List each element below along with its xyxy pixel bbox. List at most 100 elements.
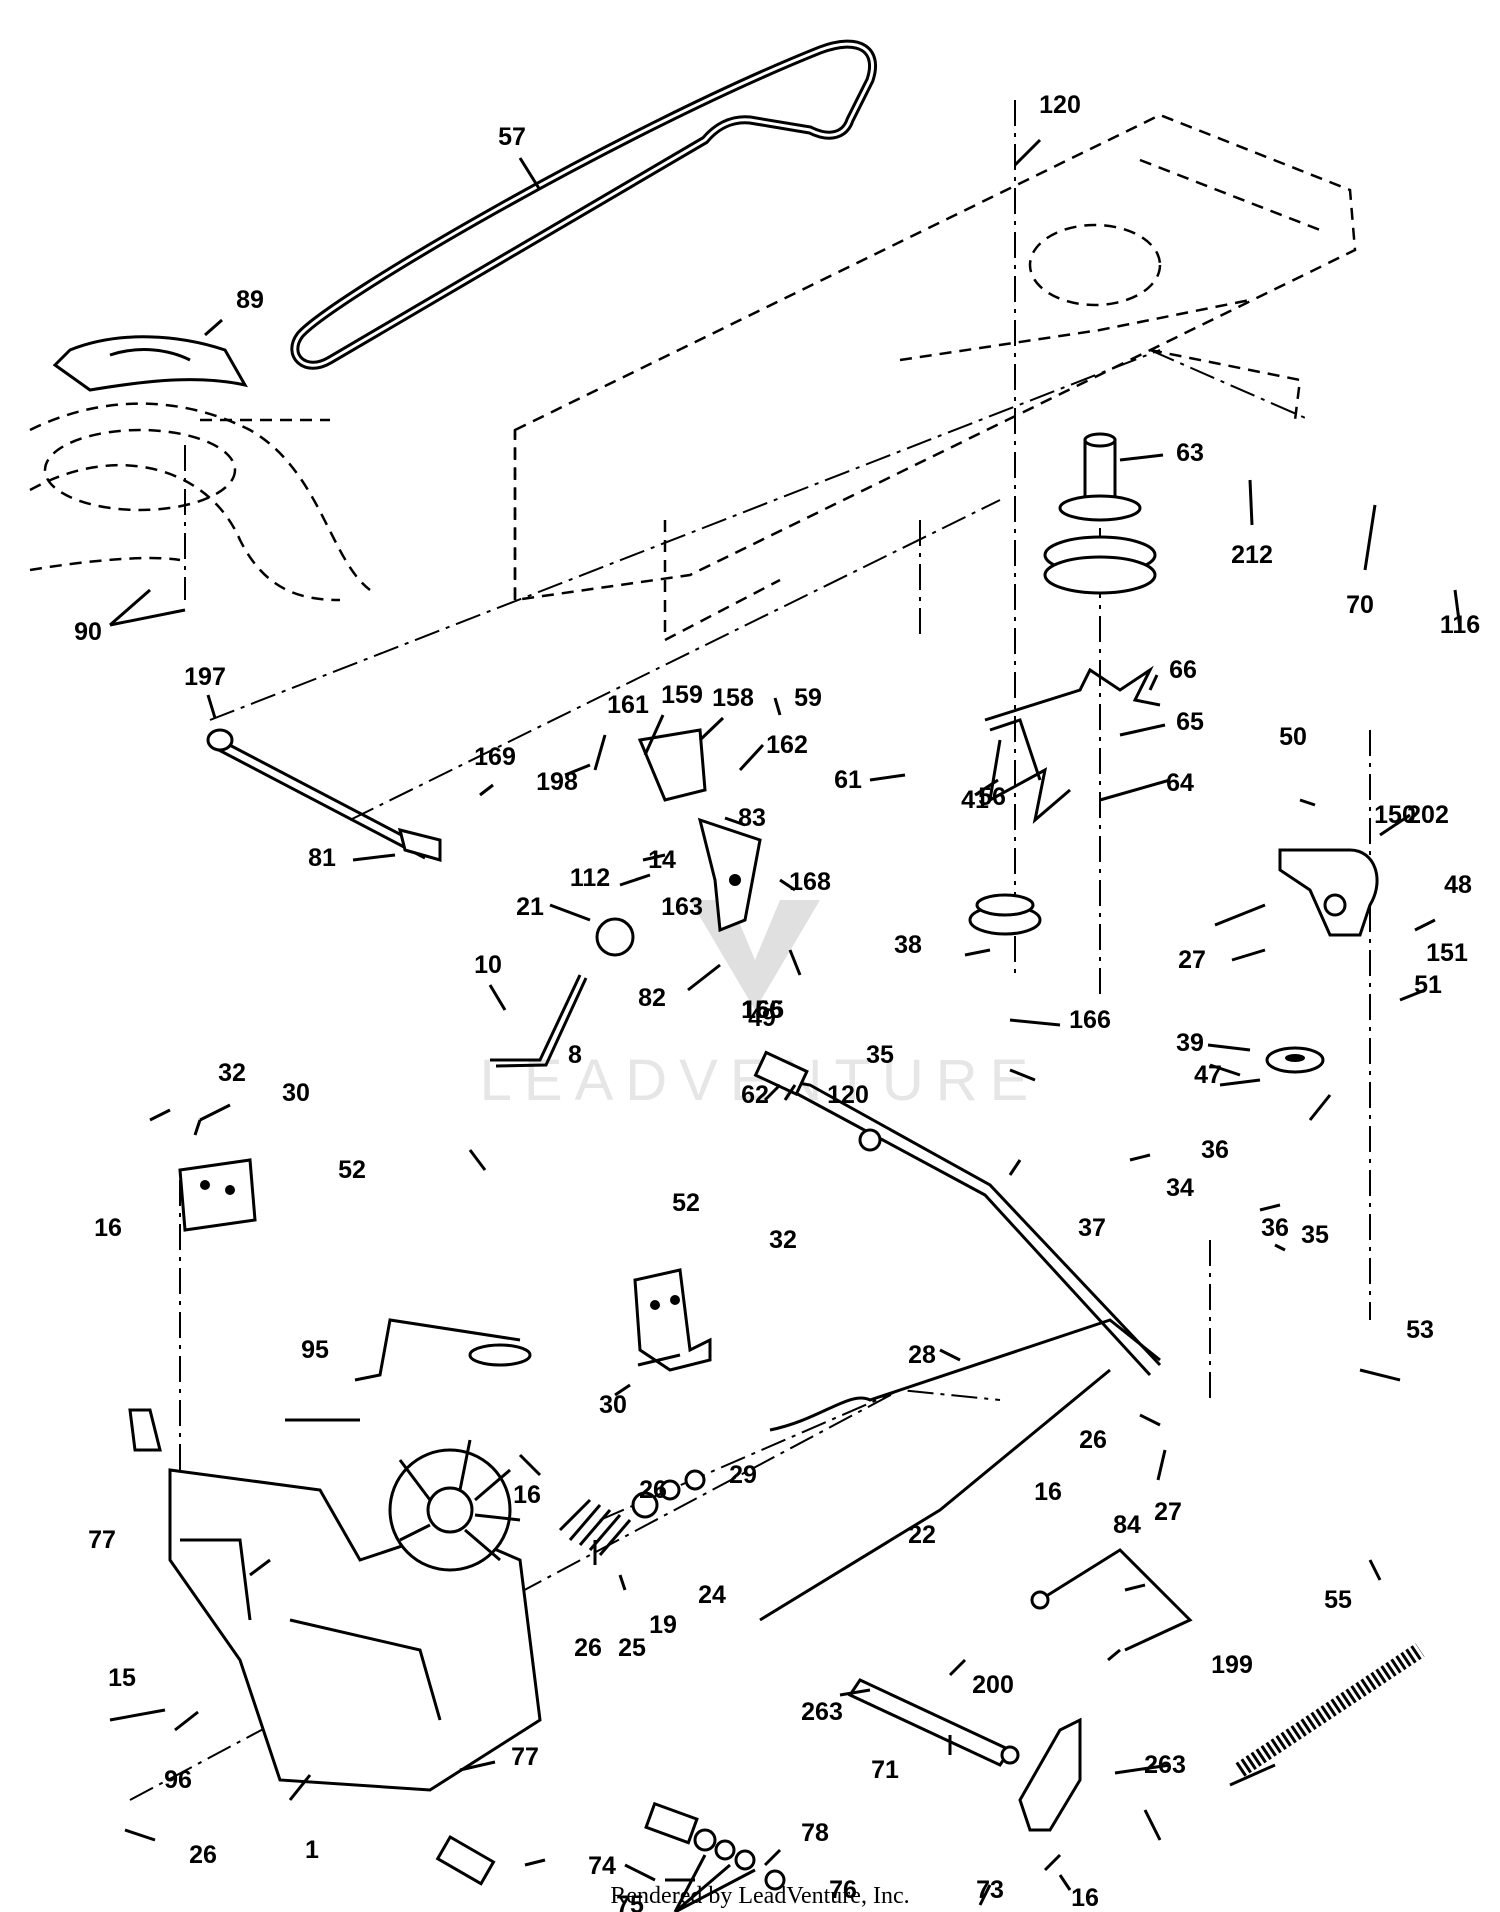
part-label: 77 bbox=[88, 1526, 116, 1554]
part-label: 57 bbox=[498, 123, 526, 151]
part-label: 16 bbox=[94, 1214, 122, 1242]
part-label: 52 bbox=[338, 1156, 366, 1184]
part-label: 26 bbox=[1079, 1426, 1107, 1454]
part-label: 52 bbox=[672, 1189, 700, 1217]
part-label: 162 bbox=[766, 731, 808, 759]
part-label: 163 bbox=[661, 893, 703, 921]
part-label: 25 bbox=[618, 1634, 646, 1662]
part-label: 65 bbox=[1176, 708, 1204, 736]
part-label: 32 bbox=[218, 1059, 246, 1087]
part-label: 62 bbox=[741, 1081, 769, 1109]
shift-bracket bbox=[637, 728, 762, 933]
part-label: 197 bbox=[184, 663, 226, 691]
lever-71 bbox=[847, 1678, 1020, 1767]
part-label: 71 bbox=[871, 1756, 899, 1784]
shift-lever bbox=[490, 917, 635, 1068]
part-label: 35 bbox=[1301, 1221, 1329, 1249]
part-label: 70 bbox=[1346, 591, 1374, 619]
belt-keeper bbox=[984, 665, 1161, 722]
shift-arm bbox=[285, 1318, 532, 1422]
part-label: 27 bbox=[1178, 946, 1206, 974]
fender-cover bbox=[52, 335, 248, 392]
drive-belt bbox=[290, 39, 877, 370]
frame-outline bbox=[513, 113, 1357, 643]
part-label: 116 bbox=[1440, 611, 1480, 639]
part-label: 156 bbox=[741, 996, 783, 1024]
part-label: 22 bbox=[908, 1521, 936, 1549]
part-label: 263 bbox=[1144, 1751, 1186, 1779]
part-label: 81 bbox=[308, 844, 336, 872]
part-label: 89 bbox=[236, 286, 264, 314]
part-label: 16 bbox=[1034, 1478, 1062, 1506]
part-label: 165 bbox=[742, 996, 784, 1024]
part-label: 96 bbox=[164, 1766, 192, 1794]
part-label: 41 bbox=[961, 786, 989, 814]
part-label: 32 bbox=[769, 1226, 797, 1254]
part-label: 39 bbox=[1176, 1029, 1204, 1057]
part-label: 55 bbox=[1324, 1586, 1352, 1614]
part-label: 166 bbox=[1069, 1006, 1111, 1034]
part-label: 212 bbox=[1231, 541, 1273, 569]
idler-pulley-lower bbox=[1265, 1046, 1325, 1074]
part-label: 168 bbox=[789, 868, 831, 896]
part-label: 28 bbox=[908, 1341, 936, 1369]
part-label: 30 bbox=[599, 1391, 627, 1419]
part-label: 263 bbox=[801, 1698, 843, 1726]
part-label: 37 bbox=[1078, 1214, 1106, 1242]
part-label: 200 bbox=[972, 1671, 1014, 1699]
part-label: 74 bbox=[588, 1852, 616, 1880]
part-label: 21 bbox=[516, 893, 544, 921]
part-label: 26 bbox=[189, 1841, 217, 1869]
spring-55 bbox=[1235, 1643, 1425, 1777]
part-label: 63 bbox=[1176, 439, 1204, 467]
part-label: 158 bbox=[712, 684, 754, 712]
part-label: 38 bbox=[894, 931, 922, 959]
part-label: 16 bbox=[513, 1481, 541, 1509]
labels: 57 120 89 63 212 70 116 90 197 161 159 1… bbox=[74, 91, 1480, 1912]
bracket-30-center bbox=[633, 1268, 712, 1372]
part-label: 198 bbox=[536, 768, 578, 796]
part-label: 66 bbox=[1169, 656, 1197, 684]
fender-outline bbox=[29, 402, 371, 602]
spacer-74 bbox=[644, 1801, 786, 1891]
idler-pulley bbox=[968, 893, 1042, 936]
part-label: 161 bbox=[607, 691, 649, 719]
part-label: 10 bbox=[474, 951, 502, 979]
part-label: 59 bbox=[794, 684, 822, 712]
bracket-73 bbox=[1018, 1717, 1082, 1832]
part-label: 75 bbox=[616, 1891, 644, 1912]
part-label: 120 bbox=[1039, 91, 1081, 119]
spring-25 bbox=[558, 1469, 706, 1556]
part-label: 1 bbox=[305, 1836, 319, 1864]
part-label: 78 bbox=[801, 1819, 829, 1847]
part-label: 8 bbox=[568, 1041, 582, 1069]
part-label: 24 bbox=[698, 1581, 726, 1609]
part-label: 49 bbox=[748, 1004, 776, 1032]
part-label: 150 bbox=[1374, 801, 1416, 829]
part-label: 73 bbox=[976, 1876, 1004, 1904]
part-label: 27 bbox=[1154, 1498, 1182, 1526]
part-label: 82 bbox=[638, 984, 666, 1012]
part-label: 29 bbox=[729, 1461, 757, 1489]
brake-bracket bbox=[178, 1158, 257, 1232]
part-label: 26 bbox=[574, 1634, 602, 1662]
part-label: 35 bbox=[866, 1041, 894, 1069]
part-label: 83 bbox=[738, 804, 766, 832]
part-label: 19 bbox=[649, 1611, 677, 1639]
part-label: 64 bbox=[1166, 769, 1194, 797]
cross-shaft bbox=[753, 1050, 1162, 1377]
part-label: 90 bbox=[74, 618, 102, 646]
clutch-rod bbox=[206, 728, 442, 862]
part-label: 159 bbox=[661, 681, 703, 709]
idler-bracket bbox=[1278, 848, 1379, 937]
part-label: 112 bbox=[570, 864, 610, 892]
part-label: 53 bbox=[1406, 1316, 1434, 1344]
part-label: 77 bbox=[511, 1743, 539, 1771]
part-label: 95 bbox=[301, 1336, 329, 1364]
belt-guide bbox=[988, 718, 1071, 824]
watermark-text: LEADVENTURE bbox=[480, 1048, 1041, 1113]
part-label: 199 bbox=[1211, 1651, 1253, 1679]
part-label: 51 bbox=[1414, 971, 1442, 999]
part-label: 36 bbox=[1261, 1214, 1289, 1242]
brake-rod bbox=[759, 1318, 1161, 1622]
